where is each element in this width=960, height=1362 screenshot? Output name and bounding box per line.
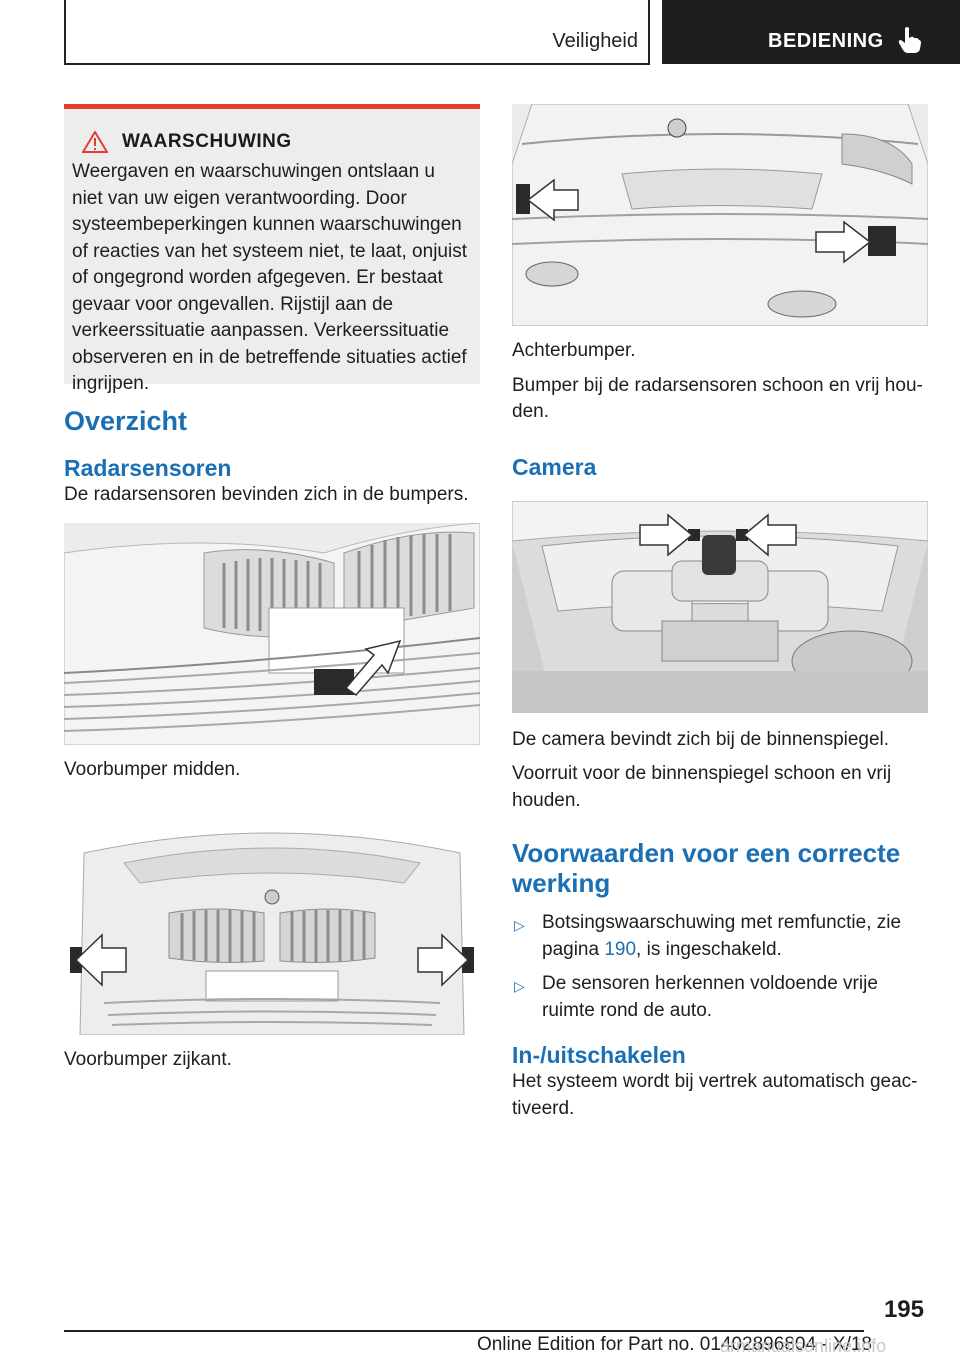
camera-illustration	[512, 500, 928, 713]
warning-box: WAARSCHUWING Weergaven en waarschuwingen…	[64, 104, 480, 394]
header-rule-left	[64, 0, 66, 64]
rear-bumper-illustration	[512, 104, 928, 326]
front-bumper-center-illustration	[64, 522, 480, 745]
header-rule-mid	[648, 0, 650, 64]
heading-conditions: Voorwaarden voor een correcte werking	[512, 838, 901, 898]
front-bumper-side-illustration	[64, 813, 480, 1035]
footer-rule	[64, 1330, 864, 1332]
caption-rear: Achterbumper.	[512, 340, 636, 361]
radar-intro-text: De radarsensoren bevinden zich in de bum…	[64, 484, 469, 505]
conditions-list: ▷ Botsingswaarschuwing met remfunctie, z…	[512, 910, 928, 1024]
bullet-triangle-icon: ▷	[514, 917, 525, 933]
camera-caption: De camera bevindt zich bij de binnenspie…	[512, 728, 890, 750]
header-rule-bottom	[64, 63, 650, 65]
list-item: ▷ Botsingswaarschuwing met remfunctie, z…	[512, 910, 928, 963]
footer-edition: Online Edition for Part no. 01402896804 …	[476, 1334, 872, 1355]
heading-overview: Overzicht	[64, 406, 188, 436]
header-section-title: Veiligheid	[552, 30, 638, 52]
warning-text: Weergaven en waarschuwingen ontslaan u n…	[72, 161, 467, 394]
bullet1-text-end: , is ingeschakeld.	[636, 938, 782, 960]
warning-header: WAARSCHUWING	[82, 131, 470, 153]
caption-front-side: Voorbumper zijkant.	[64, 1049, 232, 1070]
camera-text: Voorruit voor de binnenspiegel schoon en…	[512, 763, 892, 811]
right-column: Achterbumper. Bumper bij de radarsensore…	[512, 104, 928, 1122]
bullet2-text: De sensoren herkennen voldoende vrije ru…	[542, 973, 878, 1021]
caption-front-center: Voorbumper midden.	[64, 758, 241, 780]
heading-switch: In-/uitschakelen	[512, 1042, 686, 1068]
footer-watermark: armanualsonline.info	[720, 1336, 887, 1356]
header-chapter-tab[interactable]: BEDIENING	[662, 0, 960, 64]
rear-bumper-text: Bumper bij de radarsensoren schoon en vr…	[512, 374, 923, 423]
warning-triangle-icon	[82, 131, 108, 153]
page-link-190[interactable]: 190	[604, 938, 637, 960]
pointing-hand-icon	[898, 27, 921, 53]
bullet1-text: Botsingswaarschuwing met remfunctie, zie…	[542, 912, 902, 960]
list-item: ▷ De sensoren herkennen voldoende vrije …	[512, 971, 928, 1024]
warning-title: WAARSCHUWING	[122, 131, 292, 152]
heading-radar-sensors: Radarsensoren	[64, 455, 232, 481]
bullet-triangle-icon: ▷	[514, 978, 525, 994]
page-number: 195	[883, 1296, 924, 1323]
header-chapter-label: BEDIENING	[768, 30, 884, 52]
left-column: WAARSCHUWING Weergaven en waarschuwingen…	[64, 104, 480, 1074]
heading-camera: Camera	[512, 453, 597, 480]
switch-text: Het systeem wordt bij vertrek automatisc…	[512, 1071, 918, 1119]
